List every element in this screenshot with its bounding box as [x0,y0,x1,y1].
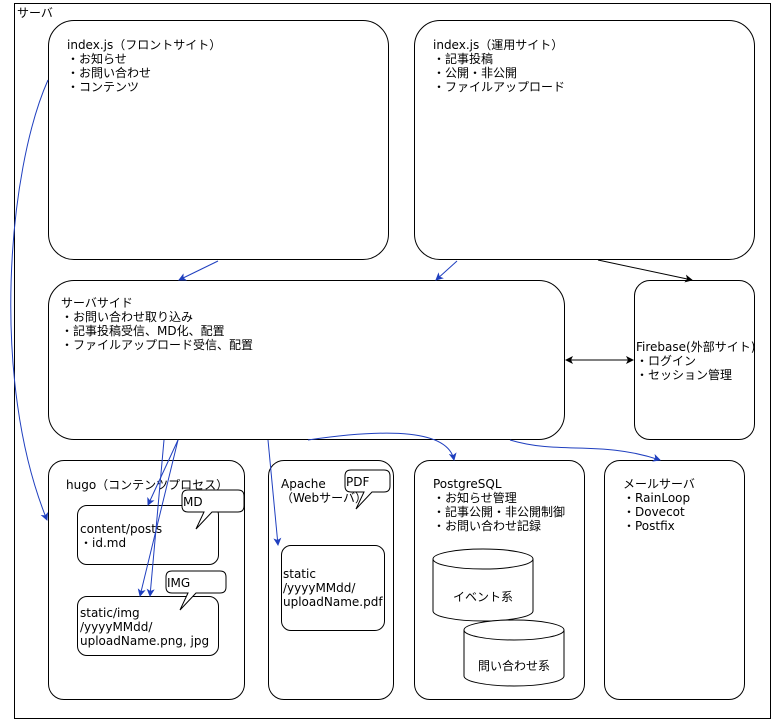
hugo-posts-line: ・id.md [80,536,127,550]
server-side-item: ・ファイルアップロード受信、配置 [61,338,254,352]
apache-title: Apache （Webサーバ） [281,477,367,505]
apache-static-line: static [283,567,316,581]
apache-title-line: Apache [281,477,326,491]
hugo-img-text: static/img /yyyyMMdd/ uploadName.png, jp… [80,606,209,648]
admin-site-item: ・記事投稿 [433,52,494,66]
apache-static-text: static /yyyyMMdd/ uploadName.pdf [283,567,383,609]
mail-item: ・Dovecot [623,505,685,519]
server-side-text: サーバサイド ・お問い合わせ取り込み ・記事投稿受信、MD化、配置 ・ファイルア… [61,296,253,352]
front-site-title: index.js（フロントサイト） [67,38,222,52]
postgres-item: ・お知らせ管理 [433,491,517,505]
postgres-item: ・お問い合わせ記録 [433,519,542,533]
hugo-img-line: static/img [80,606,140,620]
postgres-text: PostgreSQL ・お知らせ管理 ・記事公開・非公開制御 ・お問い合わせ記録 [433,477,565,533]
hugo-box [48,460,245,700]
admin-site-box [414,20,755,260]
server-side-box [48,280,565,440]
server-side-item: ・お問い合わせ取り込み [61,310,194,324]
apache-static-box [281,545,385,631]
admin-site-title: index.js（運用サイト） [433,38,564,52]
mail-item: ・Postfix [623,519,675,533]
apache-static-line: uploadName.pdf [283,595,383,609]
firebase-title: Firebase(外部サイト) [636,340,756,354]
postgres-title: PostgreSQL [433,477,502,491]
hugo-posts-text: content/posts ・id.md [80,522,162,550]
hugo-title: hugo（コンテンツプロセス） [66,478,229,492]
admin-site-text: index.js（運用サイト） ・記事投稿 ・公開・非公開 ・ファイルアップロー… [433,38,565,94]
firebase-text: Firebase(外部サイト) ・ログイン ・セッション管理 [636,340,755,382]
firebase-item: ・ログイン [636,354,697,368]
front-site-text: index.js（フロントサイト） ・お知らせ ・お問い合わせ ・コンテンツ [67,38,221,94]
apache-static-line: /yyyyMMdd/ [283,581,356,595]
server-side-item: ・記事投稿受信、MD化、配置 [61,324,225,338]
firebase-box [634,280,755,440]
mail-text: メールサーバ ・RainLoop ・Dovecot ・Postfix [623,477,695,533]
admin-site-item: ・公開・非公開 [433,66,518,80]
mail-item: ・RainLoop [623,491,691,505]
front-site-box [48,20,389,260]
mail-title: メールサーバ [623,477,695,491]
front-site-item: ・コンテンツ [67,80,140,94]
firebase-item: ・セッション管理 [636,368,733,382]
server-frame-label: サーバ [17,6,53,20]
mail-box [604,460,745,700]
postgres-item: ・記事公開・非公開制御 [433,505,566,519]
admin-site-item: ・ファイルアップロード [433,80,566,94]
hugo-posts-line: content/posts [80,522,163,536]
front-site-item: ・お知らせ [67,52,127,66]
hugo-img-line: /yyyyMMdd/ [80,620,153,634]
hugo-img-line: uploadName.png, jpg [80,634,210,648]
server-side-title: サーバサイド [61,296,133,310]
apache-title-line: （Webサーバ） [281,491,368,505]
front-site-item: ・お問い合わせ [67,66,152,80]
